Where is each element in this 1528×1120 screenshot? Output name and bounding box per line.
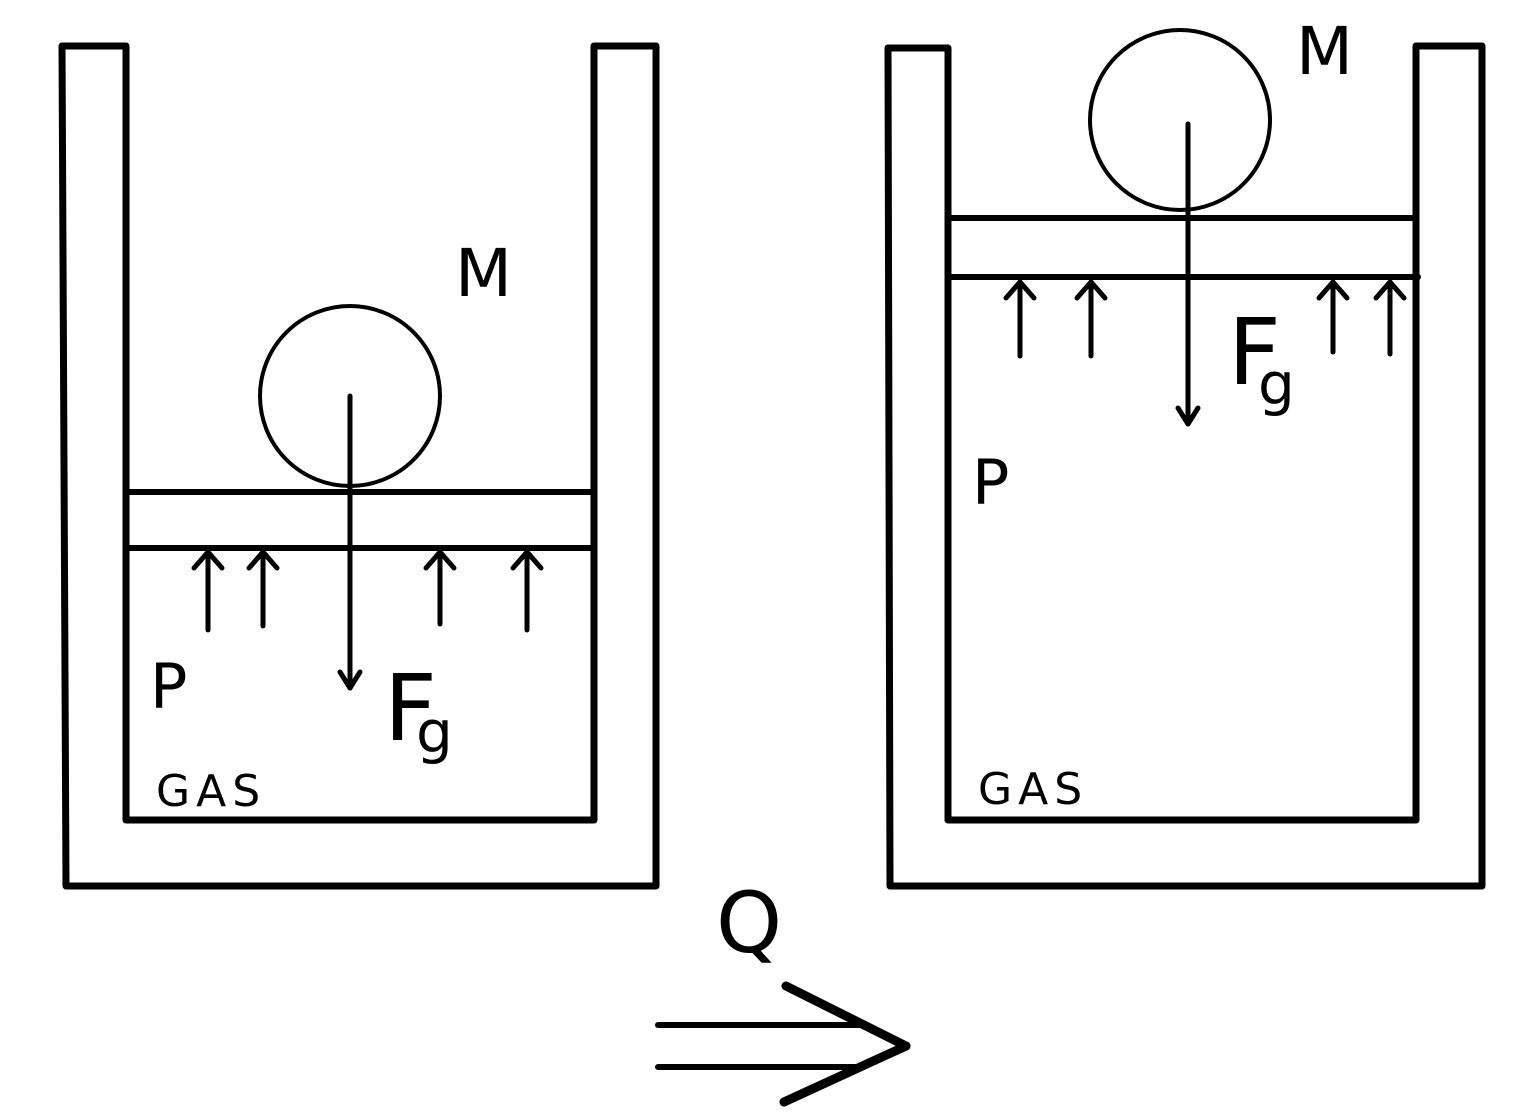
right-panel: M P F g GAS (884, 13, 1486, 890)
left-force-subscript: g (416, 698, 453, 766)
left-gravity-arrow-head (337, 669, 363, 691)
right-cylinder-outer-wall (884, 42, 1486, 890)
right-mass-ball (1088, 28, 1272, 212)
right-force-label: F (1228, 299, 1281, 406)
heat-label: Q (716, 874, 782, 972)
heat-transfer: Q (655, 874, 911, 1107)
right-mass-label: M (1296, 13, 1353, 90)
left-pressure-arrows (191, 549, 544, 633)
right-gas-label: GAS (978, 764, 1088, 815)
left-pressure-arrow-4-head (510, 549, 544, 571)
double-arrow-right-icon (655, 981, 911, 1107)
left-pressure-label: P (150, 650, 187, 723)
left-panel: M P F g GAS (58, 42, 660, 890)
right-gravity-arrow-head (1175, 405, 1201, 427)
right-pressure-label: P (972, 446, 1009, 519)
left-pressure-arrow-1-head (191, 549, 225, 571)
left-cylinder-outer-wall (58, 42, 660, 890)
left-gas-label: GAS (156, 766, 266, 817)
right-pressure-arrow-2-head (1074, 279, 1108, 301)
right-pressure-arrows (1003, 279, 1407, 359)
left-pressure-arrow-2-head (246, 549, 280, 571)
right-pressure-arrow-1-head (1003, 279, 1037, 301)
right-force-subscript: g (1258, 350, 1295, 418)
left-force-label: F (384, 655, 437, 762)
right-pressure-arrow-3-head (1316, 279, 1350, 301)
left-pressure-arrow-3-head (423, 549, 457, 571)
left-mass-label: M (455, 235, 512, 312)
right-pressure-arrow-4-head (1373, 279, 1407, 301)
